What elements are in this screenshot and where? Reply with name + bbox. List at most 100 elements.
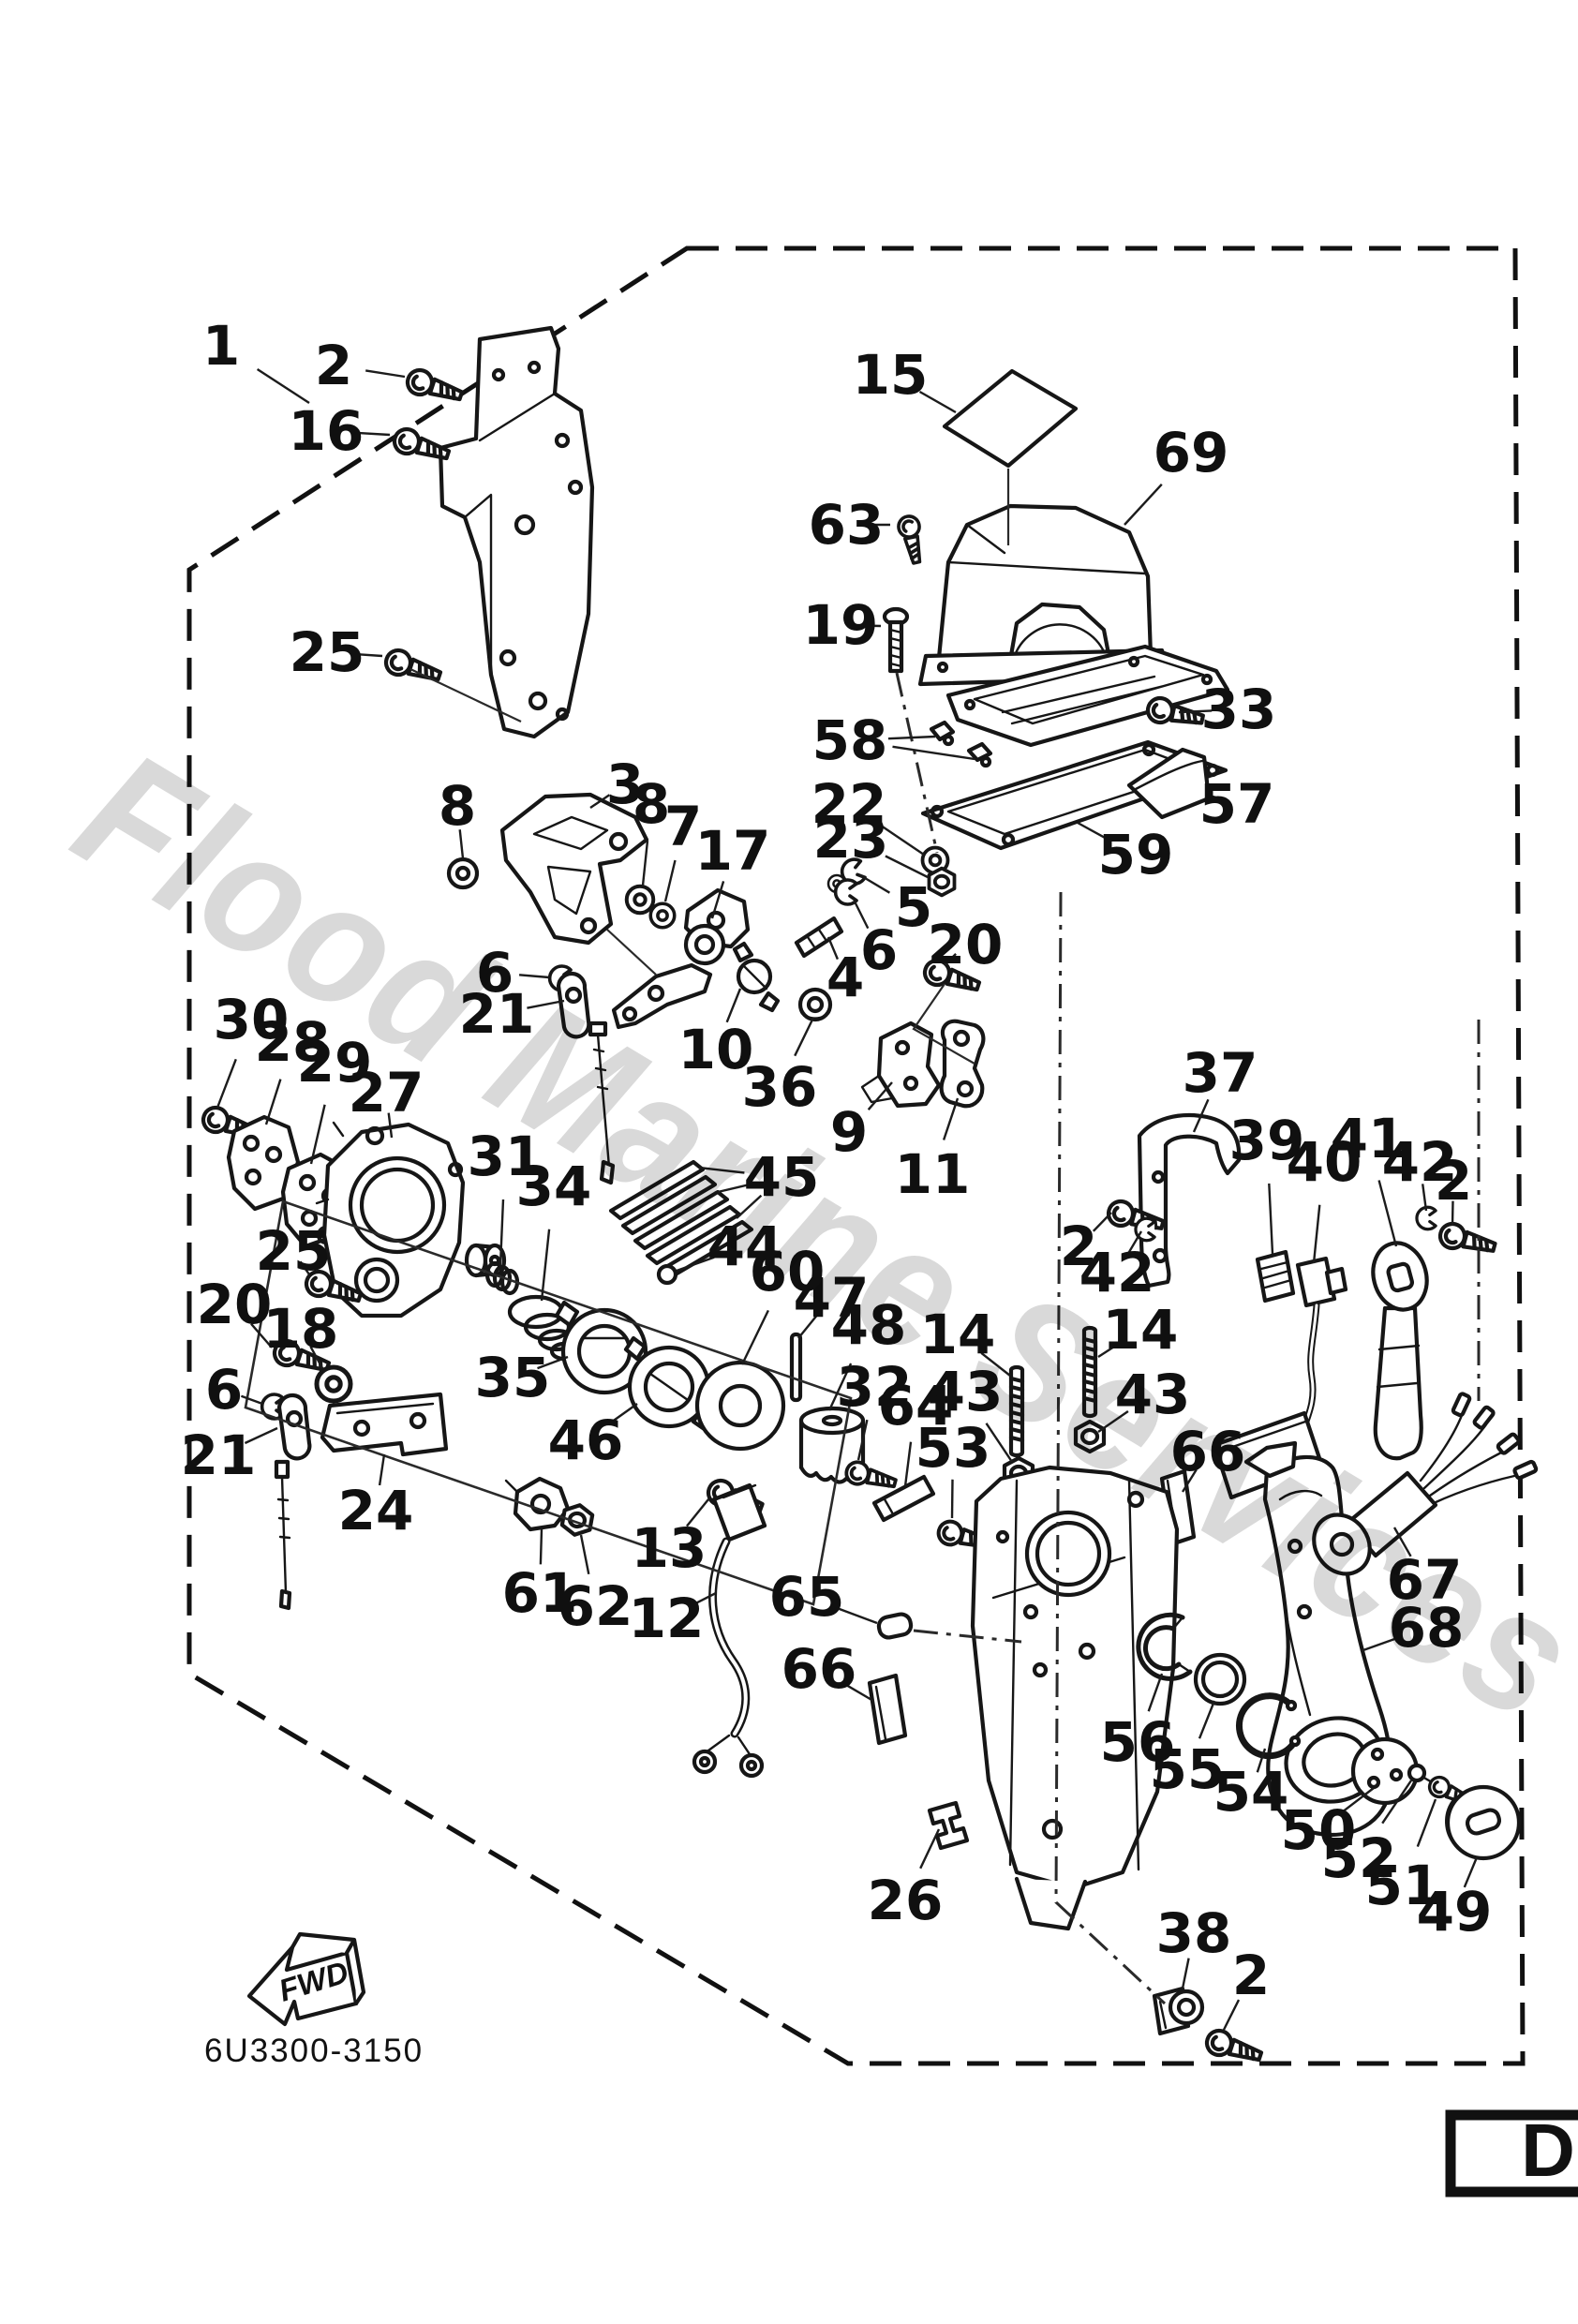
leader-line-38	[1181, 1958, 1190, 1989]
part-pad-66b	[867, 1673, 908, 1746]
leader-line-68	[1360, 1637, 1397, 1653]
leader-line-61	[539, 1528, 543, 1565]
leader-line-40	[1312, 1204, 1321, 1264]
callout-65: 65	[769, 1565, 845, 1629]
callout-23: 23	[813, 807, 889, 871]
callout-53: 53	[916, 1416, 991, 1480]
callout-2: 2	[1060, 1214, 1097, 1278]
callout-41: 41	[1331, 1107, 1407, 1170]
callout-24: 24	[338, 1479, 414, 1542]
part-drive-disc-50	[1350, 1736, 1420, 1806]
leader-line-69	[1124, 483, 1163, 526]
leader-line-42	[1126, 1230, 1143, 1255]
callout-42: 42	[1079, 1241, 1155, 1304]
callout-55: 55	[1150, 1737, 1226, 1801]
leader-line-2	[1092, 1212, 1112, 1232]
part-hanger-bracket	[499, 792, 649, 946]
leader-line-2	[1222, 1999, 1241, 2031]
callout-58: 58	[812, 708, 888, 772]
callout-57: 57	[1199, 772, 1275, 836]
leader-line-18	[309, 1346, 324, 1369]
page-letter-box: D	[1445, 2108, 1578, 2197]
callout-50: 50	[1281, 1798, 1357, 1862]
leader-line-1	[256, 367, 310, 405]
leader-line-15	[918, 390, 957, 414]
part-link-11	[939, 1019, 986, 1109]
callout-19: 19	[803, 593, 879, 657]
leader-line-25	[351, 652, 383, 658]
callout-21: 21	[459, 982, 535, 1046]
leader-line-43	[985, 1423, 1013, 1463]
leader-line-66	[1181, 1468, 1198, 1493]
leader-line-58	[887, 735, 936, 740]
callout-20: 20	[197, 1273, 273, 1336]
leader-line-17	[710, 881, 725, 919]
part-oring-55	[1193, 1652, 1247, 1706]
callout-35: 35	[475, 1346, 551, 1409]
callout-12: 12	[629, 1587, 705, 1650]
leader-line-51	[1416, 1798, 1437, 1848]
callout-69: 69	[1154, 421, 1229, 484]
washer-8a	[449, 859, 477, 887]
leader-line-16	[354, 431, 391, 437]
part-shift-arm-10	[611, 941, 781, 1030]
callout-34: 34	[516, 1155, 592, 1218]
callout-14: 14	[920, 1303, 996, 1366]
leader-line-56	[1147, 1673, 1164, 1712]
callout-20: 20	[928, 913, 1004, 976]
callout-31: 31	[468, 1125, 543, 1188]
leader-line-45	[736, 1194, 763, 1219]
callout-6: 6	[860, 918, 898, 982]
callout-14: 14	[1103, 1298, 1179, 1362]
leader-line-59	[1077, 821, 1110, 842]
callout-68: 68	[1389, 1596, 1465, 1660]
callout-5: 5	[895, 875, 932, 939]
part-switch-12	[692, 1482, 767, 1779]
clip-6b	[836, 880, 856, 904]
leader-line-65	[838, 1607, 878, 1625]
callout-45: 45	[744, 1145, 820, 1209]
leader-line-22	[882, 826, 925, 856]
leader-line-46	[608, 1403, 638, 1425]
callout-59: 59	[1098, 823, 1174, 886]
leader-line-9	[867, 1081, 893, 1110]
part-clamp-bracket-37	[1137, 1112, 1242, 1289]
fwd-arrow: FWD	[246, 1931, 366, 2027]
callout-26: 26	[868, 1869, 944, 1932]
leader-line-44	[676, 1256, 715, 1273]
leader-line-25	[299, 1260, 310, 1275]
callout-54: 54	[1213, 1760, 1289, 1824]
part-cable-rod-mid	[588, 1020, 616, 1185]
callout-60: 60	[750, 1240, 826, 1304]
construction-lines	[244, 469, 1010, 1606]
callout-4: 4	[826, 946, 864, 1009]
callout-46: 46	[548, 1408, 624, 1472]
leader-line-20	[944, 953, 957, 966]
callout-2: 2	[315, 334, 352, 397]
callout-6: 6	[476, 941, 514, 1005]
callout-43: 43	[1115, 1363, 1191, 1426]
bolt-32	[841, 1457, 900, 1496]
part-mounting-plate	[438, 325, 595, 739]
leader-line-31	[499, 1199, 505, 1266]
leader-line-7	[663, 859, 677, 902]
leader-line-45	[717, 1183, 753, 1194]
leader-line-6	[240, 1394, 263, 1406]
callout-61: 61	[502, 1561, 578, 1625]
callout-33: 33	[1201, 678, 1277, 741]
leader-line-43	[1097, 1410, 1129, 1433]
page-letter: D	[1521, 2108, 1575, 2192]
part-connector-39	[1255, 1249, 1296, 1304]
callout-18: 18	[263, 1297, 339, 1361]
callout-43: 43	[928, 1360, 1004, 1423]
callout-2: 2	[1435, 1149, 1472, 1213]
nut-62	[560, 1503, 593, 1538]
leader-line-14	[980, 1351, 1011, 1377]
callout-29: 29	[297, 1031, 373, 1095]
part-rocker-61	[504, 1476, 571, 1532]
leader-line-19	[858, 624, 882, 628]
leader-line-13	[685, 1498, 709, 1527]
